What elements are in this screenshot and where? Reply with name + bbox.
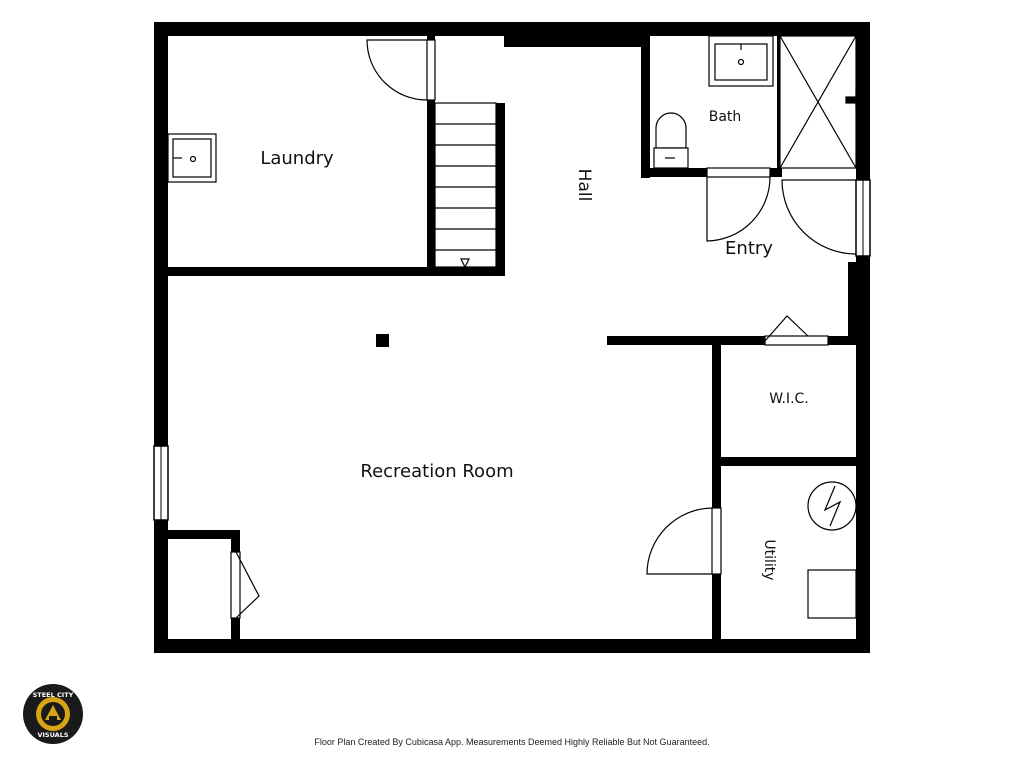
water-heater-icon	[807, 481, 857, 531]
logo-text-bottom: VISUALS	[37, 731, 68, 739]
furnace-icon	[807, 569, 857, 619]
room-labels: Laundry Hall Bath Entry W.I.C. Recreatio…	[260, 109, 808, 581]
room-label-recreation: Recreation Room	[360, 461, 513, 482]
window-left	[153, 445, 169, 521]
shower-icon	[779, 35, 857, 169]
fixtures	[167, 35, 857, 619]
staircase	[434, 102, 497, 269]
room-label-hall: Hall	[574, 169, 594, 202]
room-label-laundry: Laundry	[260, 148, 334, 169]
bath-sink-icon	[708, 35, 774, 87]
steel-city-visuals-logo: STEEL CITY VISUALS	[23, 684, 83, 744]
outer-walls	[154, 22, 870, 653]
interior-walls	[160, 36, 858, 646]
window-right	[855, 179, 871, 257]
room-label-entry: Entry	[725, 238, 773, 259]
room-label-bath: Bath	[709, 109, 742, 125]
room-label-wic: W.I.C.	[769, 391, 809, 407]
logo-text-top: STEEL CITY	[33, 691, 74, 699]
laundry-sink-icon	[167, 133, 217, 183]
doors	[230, 39, 857, 619]
room-label-utility: Utility	[761, 539, 777, 580]
footer-disclaimer: Floor Plan Created By Cubicasa App. Meas…	[314, 737, 710, 747]
toilet-icon	[653, 112, 689, 169]
